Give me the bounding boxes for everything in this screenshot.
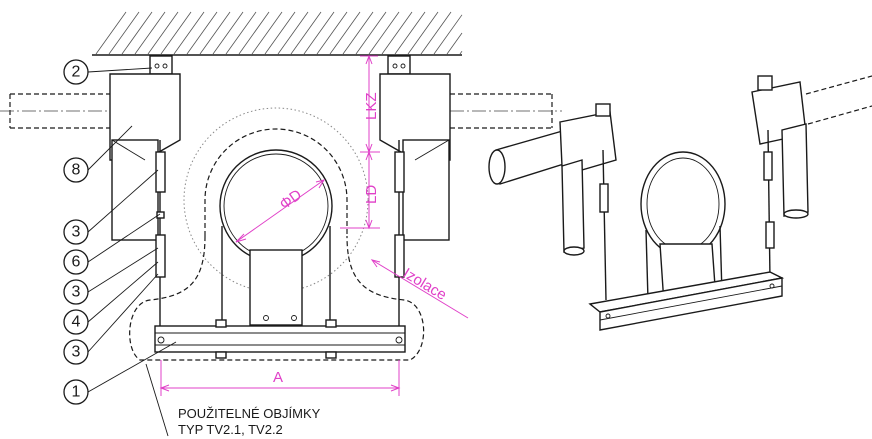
ceiling-hatch-line: [160, 11, 192, 55]
ceiling-hatch-line: [199, 11, 231, 55]
iso-rods: [599, 129, 775, 301]
spring-hanger-right: [379, 73, 451, 241]
dimension-a-label: A: [273, 369, 283, 386]
ceiling-hatch-line: [381, 11, 413, 55]
callout-8-number: 8: [72, 162, 81, 179]
adjacent-pipe-left: [0, 93, 110, 129]
ceiling-hatch-line: [420, 11, 452, 55]
callout-1: 1: [63, 379, 89, 405]
ceiling-hatch-line: [407, 11, 439, 55]
support-beam: [154, 319, 406, 359]
note-line-1: POUŽITELNÉ OBJÍMKY: [178, 406, 321, 421]
dimension-insulation: Izolace: [370, 259, 469, 319]
callout-4: 4: [63, 309, 89, 335]
iso-beam: [588, 271, 785, 331]
callout-6: 6: [63, 249, 89, 275]
callout-1-number: 1: [72, 384, 81, 401]
iso-spring-hanger-left: [559, 103, 617, 256]
ceiling-hatch-line: [173, 11, 205, 55]
ceiling-hatch-line: [147, 11, 179, 55]
ceiling-hatch-line: [316, 11, 348, 55]
note-line-2: TYP TV2.1, TV2.2: [178, 422, 283, 437]
ceiling-bracket-right: [387, 55, 411, 75]
ceiling-hatch-line: [290, 11, 322, 55]
pipe-clamp: [219, 149, 333, 326]
callout-2: 2: [63, 59, 89, 85]
dimension-insulation-label: Izolace: [400, 265, 449, 304]
ceiling-hatch-line: [277, 11, 309, 55]
ceiling-hatch-line: [238, 11, 270, 55]
ceiling-hatch-line: [134, 11, 166, 55]
ceiling-hatch-line: [342, 11, 374, 55]
hanger-rod-left: [155, 140, 166, 326]
ceiling-hatch-line: [459, 50, 463, 55]
iso-pipe-left: [488, 129, 571, 185]
callout-3c: 3: [63, 339, 89, 365]
ceiling-hatch-line: [355, 11, 387, 55]
ceiling-hatch-line: [186, 11, 218, 55]
callout-3b: 3: [63, 279, 89, 305]
iso-spring-hanger-right: [751, 75, 809, 219]
callout-6-number: 6: [72, 254, 81, 271]
ceiling-hatch-line: [329, 11, 361, 55]
ceiling-hatch-line: [95, 11, 127, 55]
ceiling-hatch-line: [303, 11, 335, 55]
callout-3b-number: 3: [72, 284, 81, 301]
ceiling-hatch-line: [225, 11, 257, 55]
spring-hanger-left: [109, 73, 181, 241]
ceiling-hatch-line: [446, 32, 463, 55]
ceiling-hatch-line: [212, 11, 244, 55]
ceiling-hatch-line: [368, 11, 400, 55]
dimension-ld: LD: [340, 150, 380, 230]
dimension-a: A: [159, 360, 401, 396]
callout-8: 8: [63, 157, 89, 183]
callout-leaders: [87, 67, 177, 393]
ceiling-hatch-line: [121, 11, 153, 55]
ceiling-bracket-left: [149, 55, 173, 75]
ceiling-hatch-line: [108, 11, 140, 55]
callout-3a-number: 3: [72, 224, 81, 241]
hanger-rod-right: [394, 140, 405, 326]
iso-pipe-right: [805, 75, 872, 125]
dimension-ld-label: LD: [363, 185, 380, 204]
callout-4-number: 4: [72, 314, 81, 331]
callout-2-number: 2: [72, 64, 81, 81]
usable-clamps-note: POUŽITELNÉ OBJÍMKY TYP TV2.1, TV2.2: [145, 363, 321, 437]
isometric-view: [488, 75, 872, 331]
dimension-lkz: LKZ: [360, 54, 380, 154]
callout-3a: 3: [63, 219, 89, 245]
ceiling-hatch-line: [251, 11, 283, 55]
adjacent-pipe-right: [450, 93, 562, 129]
ceiling-hatch-line: [394, 11, 426, 55]
iso-pipe-clamp: [640, 151, 726, 305]
callout-3c-number: 3: [72, 344, 81, 361]
ceiling-hatch-line: [433, 14, 463, 55]
ceiling-hatch-line: [264, 11, 296, 55]
ceiling: [92, 11, 463, 56]
dimension-lkz-label: LKZ: [363, 92, 380, 120]
